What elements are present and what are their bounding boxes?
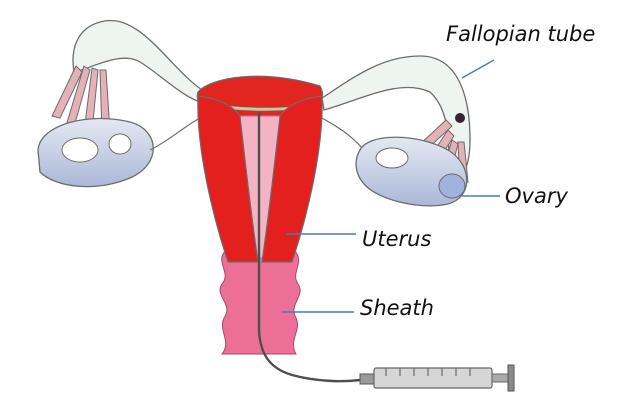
syringe-icon — [360, 365, 514, 391]
fallopian-tube-label: Fallopian tube — [446, 24, 595, 45]
uterus-label: Uterus — [362, 229, 431, 250]
left-ovary — [38, 118, 153, 186]
sheath-label: Sheath — [360, 298, 434, 319]
ovary-label: Ovary — [505, 186, 568, 207]
